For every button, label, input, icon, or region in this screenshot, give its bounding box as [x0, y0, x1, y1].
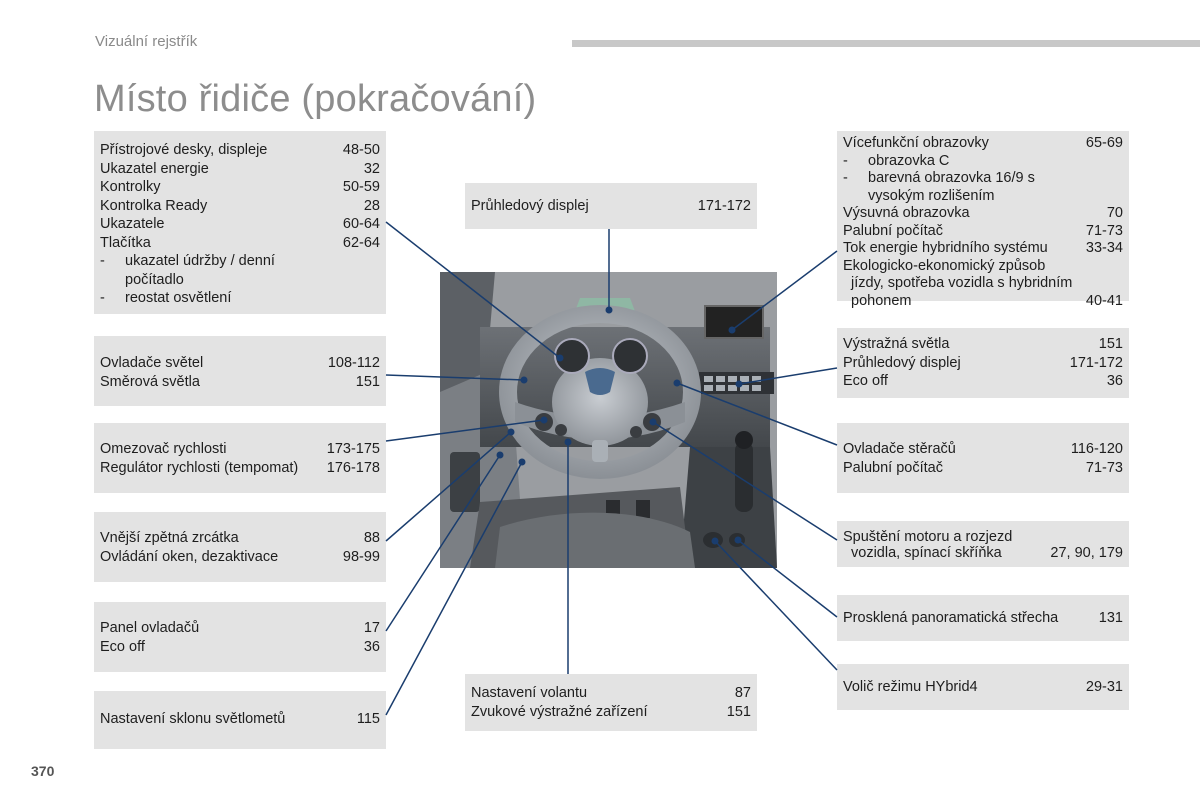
- sub-entry: -reostat osvětlení: [100, 290, 232, 306]
- steering-wheel: [499, 305, 701, 479]
- index-entry[interactable]: Regulátor rychlosti (tempomat)176-178: [100, 459, 380, 476]
- brand-emblem: [585, 368, 615, 395]
- page-title: Místo řidiče (pokračování): [94, 78, 537, 120]
- gear-lever: [735, 442, 753, 512]
- sub-entry: -ukazatel údržby / denní: [100, 253, 275, 269]
- eco-line-2: jízdy, spotřeba vozidla s hybridním: [851, 275, 1073, 291]
- steering-hub: [552, 358, 648, 446]
- eco-line-1[interactable]: Ekologicko-ekonomický způsob: [843, 257, 1046, 274]
- cockpit-illustration: [440, 272, 777, 568]
- sub-entry: -obrazovka C: [843, 152, 950, 169]
- section-label: Vizuální rejstřík: [95, 33, 198, 50]
- sub-entry: -barevná obrazovka 16/9 s: [843, 170, 1035, 186]
- box-start: Spuštění motoru a rozjezd vozidla, spína…: [837, 521, 1129, 567]
- page-number: 370: [31, 763, 55, 779]
- gauge-right: [612, 338, 648, 374]
- sub-entry: vysokým rozlišením: [868, 187, 995, 204]
- sub-entry: počítadlo: [125, 271, 184, 288]
- header-bar: [572, 40, 1200, 47]
- start-line-1[interactable]: Spuštění motoru a rozjezd: [843, 529, 1013, 545]
- gauge-left: [554, 338, 590, 374]
